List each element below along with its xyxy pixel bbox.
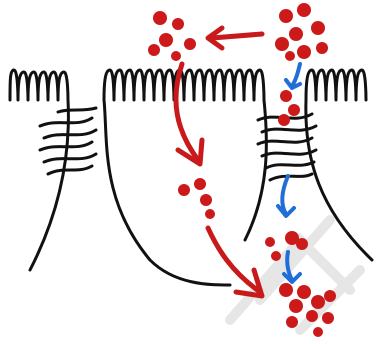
particle-cluster-top-right (275, 3, 328, 61)
particle-cluster-top-left (148, 11, 196, 61)
particle-group-middle-2 (205, 209, 215, 219)
microvilli-left (10, 70, 68, 100)
blue-arrow-2 (282, 176, 288, 214)
tight-junction-left (40, 118, 92, 126)
cell-middle-left-side (104, 100, 230, 285)
red-arrow-top (212, 34, 262, 38)
cell-middle-right-side (245, 100, 266, 240)
microvilli-right (306, 70, 366, 100)
red-arrow-down-2 (208, 228, 260, 292)
microvilli-middle (104, 70, 264, 100)
paracellular-route-red-arrows (176, 28, 262, 296)
particle-group-right-channel-1 (278, 90, 300, 126)
particle-clusters (148, 3, 336, 337)
cell-left-body (30, 100, 68, 270)
particle-group-middle-1 (178, 178, 212, 206)
